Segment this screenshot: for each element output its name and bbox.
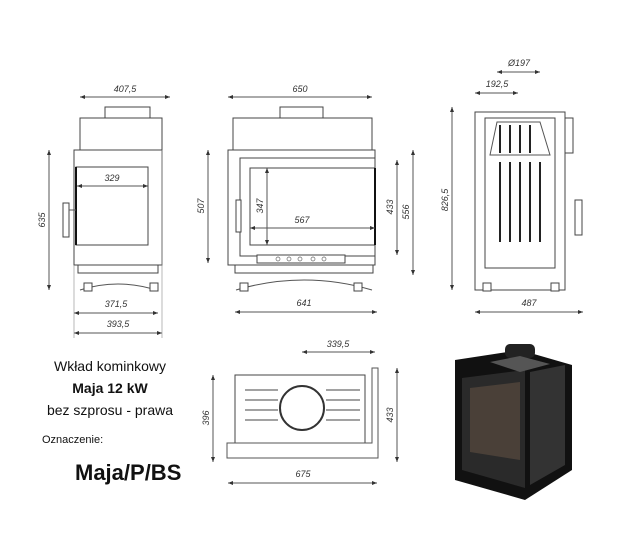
- dim-side-glass-width: 329: [104, 173, 119, 183]
- air-control-strip: [256, 254, 346, 264]
- dim-top-flue-offset: 339,5: [327, 339, 351, 349]
- dim-front-base-width: 641: [296, 298, 311, 308]
- dim-front-door-height: 433: [385, 199, 395, 214]
- designation-label: Oznaczenie:: [42, 434, 104, 446]
- dim-flue-diameter: Ø197: [507, 58, 531, 68]
- door-handle-icon: [62, 202, 70, 238]
- product-variant: bez szprosu - prawa: [46, 402, 174, 418]
- dim-top-depth-right: 433: [385, 407, 395, 422]
- door-handle-icon: [235, 199, 242, 233]
- designation-code: Maja/P/BS: [75, 460, 182, 485]
- side-view: 407,5 635 329 371,5 393,5: [37, 84, 170, 338]
- product-model: Maja 12 kW: [72, 380, 148, 396]
- dim-front-total-height: 556: [401, 204, 411, 219]
- door-handle-icon: [574, 199, 583, 236]
- dim-flue-offset: 192,5: [486, 79, 510, 89]
- dim-right-height: 826,5: [440, 188, 450, 212]
- dim-top-width: 675: [295, 469, 311, 479]
- dim-front-top-width: 650: [292, 84, 307, 94]
- dim-side-base-inner: 371,5: [105, 299, 129, 309]
- front-view: 650 507 347 567 433 556 641: [196, 84, 415, 314]
- right-view: Ø197 192,5 826,5 487: [440, 58, 583, 314]
- flue-outlet-icon: [279, 385, 325, 431]
- top-view: 339,5 396 433 675: [201, 339, 399, 485]
- dim-side-height: 635: [37, 212, 47, 228]
- dim-side-top-width: 407,5: [114, 84, 138, 94]
- product-type: Wkład kominkowy: [53, 358, 167, 374]
- dim-top-depth-left: 396: [201, 410, 211, 425]
- fireplace-render: [455, 344, 572, 500]
- dim-front-glass-height: 347: [255, 198, 265, 214]
- dim-side-base-outer: 393,5: [107, 319, 131, 329]
- dim-right-depth: 487: [521, 298, 537, 308]
- dim-front-body-height: 507: [196, 198, 206, 214]
- dim-front-glass-width: 567: [294, 215, 310, 225]
